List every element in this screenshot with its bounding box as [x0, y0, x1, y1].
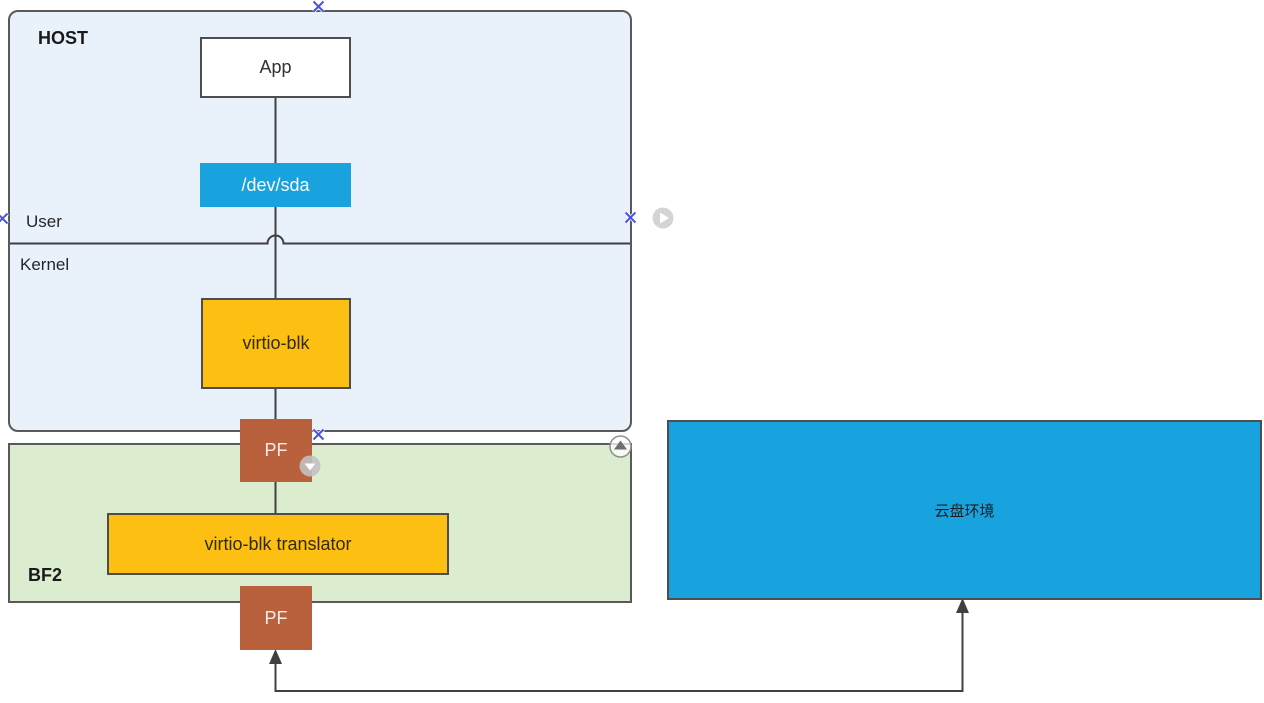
- node-virtio-blk-translator-label: virtio-blk translator: [204, 533, 352, 554]
- node-cloud-disk-label: 云盘环境: [934, 502, 995, 520]
- node-pf-host-label: PF: [264, 440, 288, 460]
- node-dev-sda-label: /dev/sda: [241, 174, 310, 195]
- node-pf-dpu[interactable]: PF: [240, 586, 312, 650]
- node-dev-sda[interactable]: /dev/sda: [200, 163, 351, 207]
- collapse-up-icon[interactable]: [608, 434, 633, 459]
- connection-x-icon[interactable]: [312, 428, 325, 441]
- edge-pf-clouddisk[interactable]: [274, 604, 964, 692]
- node-app[interactable]: App: [200, 37, 351, 98]
- arrowhead-into-pf: [269, 649, 282, 664]
- kernel-zone-label: Kernel: [20, 255, 70, 274]
- node-virtio-blk-translator[interactable]: virtio-blk translator: [107, 513, 449, 575]
- user-zone-label: User: [26, 212, 62, 231]
- connection-x-icon[interactable]: [624, 211, 637, 224]
- expand-right-icon[interactable]: [651, 206, 675, 230]
- node-cloud-disk[interactable]: 云盘环境: [667, 420, 1262, 600]
- node-pf-dpu-label: PF: [264, 607, 288, 628]
- bf2-label: BF2: [28, 565, 63, 585]
- host-label: HOST: [38, 28, 89, 48]
- node-virtio-blk-label: virtio-blk: [242, 333, 310, 353]
- arrowhead-into-clouddisk: [956, 598, 969, 613]
- node-virtio-blk[interactable]: virtio-blk: [201, 298, 351, 389]
- node-app-label: App: [259, 57, 292, 77]
- connection-x-icon[interactable]: [0, 212, 9, 225]
- collapse-down-icon[interactable]: [298, 454, 322, 478]
- connection-x-icon[interactable]: [312, 0, 325, 13]
